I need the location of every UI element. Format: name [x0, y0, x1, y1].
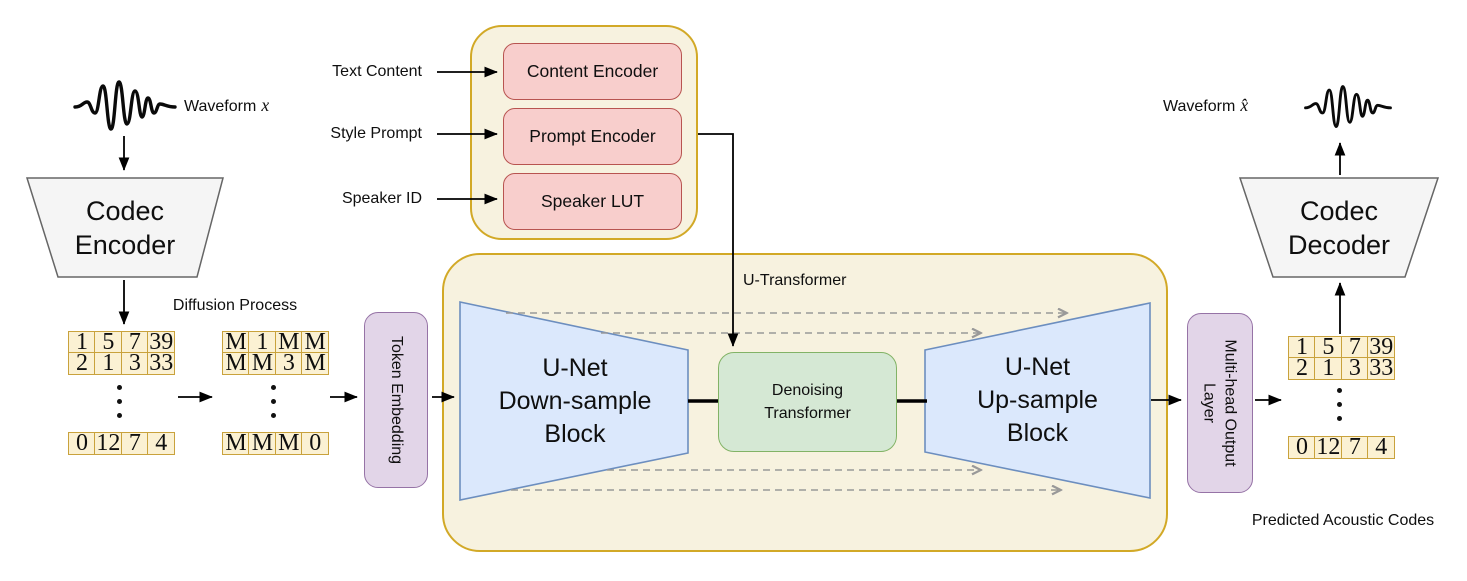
code-cell: M: [248, 431, 277, 455]
grid-row: M M M 0: [222, 431, 330, 455]
unet-upsample-line1: U-Net: [1004, 353, 1071, 381]
code-cell: 5: [1314, 335, 1343, 359]
codec-encoder-shape: [25, 177, 224, 278]
denoising-transformer-block: Denoising Transformer: [718, 352, 897, 452]
codec-encoder-line2: Encoder: [74, 229, 176, 260]
waveform-in-icon: [73, 80, 177, 131]
waveform-in-label: Waveform x: [184, 95, 269, 116]
grid-row: 2 1 3 33: [1288, 355, 1396, 382]
grid-row: 0 12 7 4: [68, 430, 176, 456]
masked-codes-grid-lastrow: M M M 0: [222, 431, 330, 455]
code-cell: 3: [1340, 356, 1369, 381]
code-cell: 39: [147, 329, 176, 355]
unet-downsample-line2: Down-sample: [498, 386, 652, 415]
content-encoder-label: Content Encoder: [526, 61, 659, 81]
grid-row: 1 5 7 39: [1288, 335, 1396, 359]
waveform-out-variable: x̂: [1240, 95, 1249, 115]
codec-decoder-line2: Decoder: [1287, 229, 1391, 260]
speaker-lut-block: Speaker LUT: [503, 173, 682, 230]
predicted-codes-grid-lastrow: 0 12 7 4: [1288, 434, 1396, 460]
waveform-out-text: Waveform: [1163, 98, 1236, 115]
grid-row: M M 3 M: [222, 351, 330, 376]
multihead-output-block: Multi-head Output Layer: [1187, 313, 1253, 493]
codec-decoder-label: Codec Decoder: [1240, 180, 1438, 275]
code-cell: M: [274, 431, 303, 455]
input-codes-grid-lastrow: 0 12 7 4: [68, 430, 176, 456]
code-cell: M: [222, 351, 250, 376]
arrow-conditions-to-denoising-transformer: [698, 133, 739, 347]
vertical-ellipsis-icon: [1337, 388, 1342, 421]
code-cell: 0: [68, 431, 96, 455]
unet-downsample-label: U-Net Down-sample Block: [462, 302, 688, 500]
code-cell: 1: [94, 351, 123, 376]
codec-decoder-shape: [1238, 177, 1440, 278]
code-cell: M: [222, 330, 250, 354]
code-cell: 3: [120, 351, 149, 376]
vertical-ellipsis-icon: [271, 385, 276, 418]
grid-row: 2 1 3 33: [68, 350, 176, 377]
code-cell: 33: [147, 350, 176, 377]
code-cell: 1: [1314, 356, 1343, 381]
token-embedding-block: Token Embedding: [364, 312, 428, 488]
prompt-encoder-label: Prompt Encoder: [529, 126, 656, 146]
codec-encoder-line1: Codec: [85, 195, 165, 226]
code-cell: M: [248, 351, 277, 376]
multihead-output-label: Multi-head Output Layer: [1199, 339, 1241, 466]
input-codes-grid: 1 5 7 39 2 1 3 33: [68, 329, 176, 377]
code-cell: 2: [68, 351, 96, 376]
diffusion-process-label: Diffusion Process: [172, 297, 298, 314]
code-cell: 0: [301, 431, 330, 455]
text-content-label: Text Content: [332, 63, 422, 80]
waveform-in-variable: x: [261, 95, 270, 115]
codec-encoder-label: Codec Encoder: [27, 180, 223, 275]
code-cell: 7: [1340, 335, 1369, 359]
unet-upsample-line3: Block: [1006, 419, 1069, 447]
code-cell: 2: [1288, 356, 1316, 381]
unet-upsample-line2: Up-sample: [977, 386, 1098, 414]
waveform-out-icon: [1304, 85, 1392, 128]
speaker-lut-label: Speaker LUT: [540, 191, 645, 211]
code-cell: 7: [120, 431, 149, 455]
style-prompt-label: Style Prompt: [330, 125, 422, 142]
denoising-transformer-line1: Denoising: [771, 382, 844, 399]
u-transformer-label: U-Transformer: [743, 272, 847, 289]
grid-row: M 1 M M: [222, 330, 330, 354]
content-encoder-block: Content Encoder: [503, 43, 682, 100]
code-cell: 4: [1367, 435, 1396, 459]
code-cell: 12: [1314, 434, 1343, 460]
code-cell: 12: [94, 430, 123, 456]
code-cell: 7: [1340, 435, 1369, 459]
predicted-acoustic-codes-label: Predicted Acoustic Codes: [1251, 512, 1435, 529]
code-cell: 4: [147, 431, 176, 455]
predicted-codes-grid: 1 5 7 39 2 1 3 33: [1288, 335, 1396, 382]
multihead-output-line1: Multi-head Output: [1222, 339, 1239, 467]
grid-row: 0 12 7 4: [1288, 434, 1396, 460]
code-cell: M: [301, 351, 330, 376]
denoising-transformer-line2: Transformer: [764, 405, 851, 422]
code-cell: 0: [1288, 435, 1316, 459]
unet-upsample-shape: [924, 302, 1151, 499]
code-cell: M: [301, 330, 330, 354]
vertical-ellipsis-icon: [117, 385, 122, 418]
multihead-output-line2: Layer: [1201, 382, 1218, 424]
prompt-encoder-block: Prompt Encoder: [503, 108, 682, 165]
code-cell: 3: [274, 351, 303, 376]
codec-decoder-line1: Codec: [1299, 195, 1379, 226]
unet-downsample-line1: U-Net: [542, 353, 608, 382]
code-cell: 1: [1288, 335, 1316, 359]
waveform-in-text: Waveform: [184, 98, 257, 115]
code-cell: M: [222, 431, 250, 455]
waveform-out-label: Waveform x̂: [1163, 95, 1248, 116]
code-cell: 33: [1367, 355, 1396, 382]
code-cell: M: [274, 330, 303, 354]
token-embedding-label: Token Embedding: [388, 335, 405, 465]
speaker-id-label: Speaker ID: [341, 190, 422, 207]
masked-codes-grid: M 1 M M M M 3 M: [222, 330, 330, 376]
code-cell: 1: [248, 330, 277, 354]
unet-upsample-label: U-Net Up-sample Block: [925, 303, 1150, 498]
unet-downsample-line3: Block: [544, 419, 606, 448]
unet-downsample-shape: [459, 301, 689, 501]
